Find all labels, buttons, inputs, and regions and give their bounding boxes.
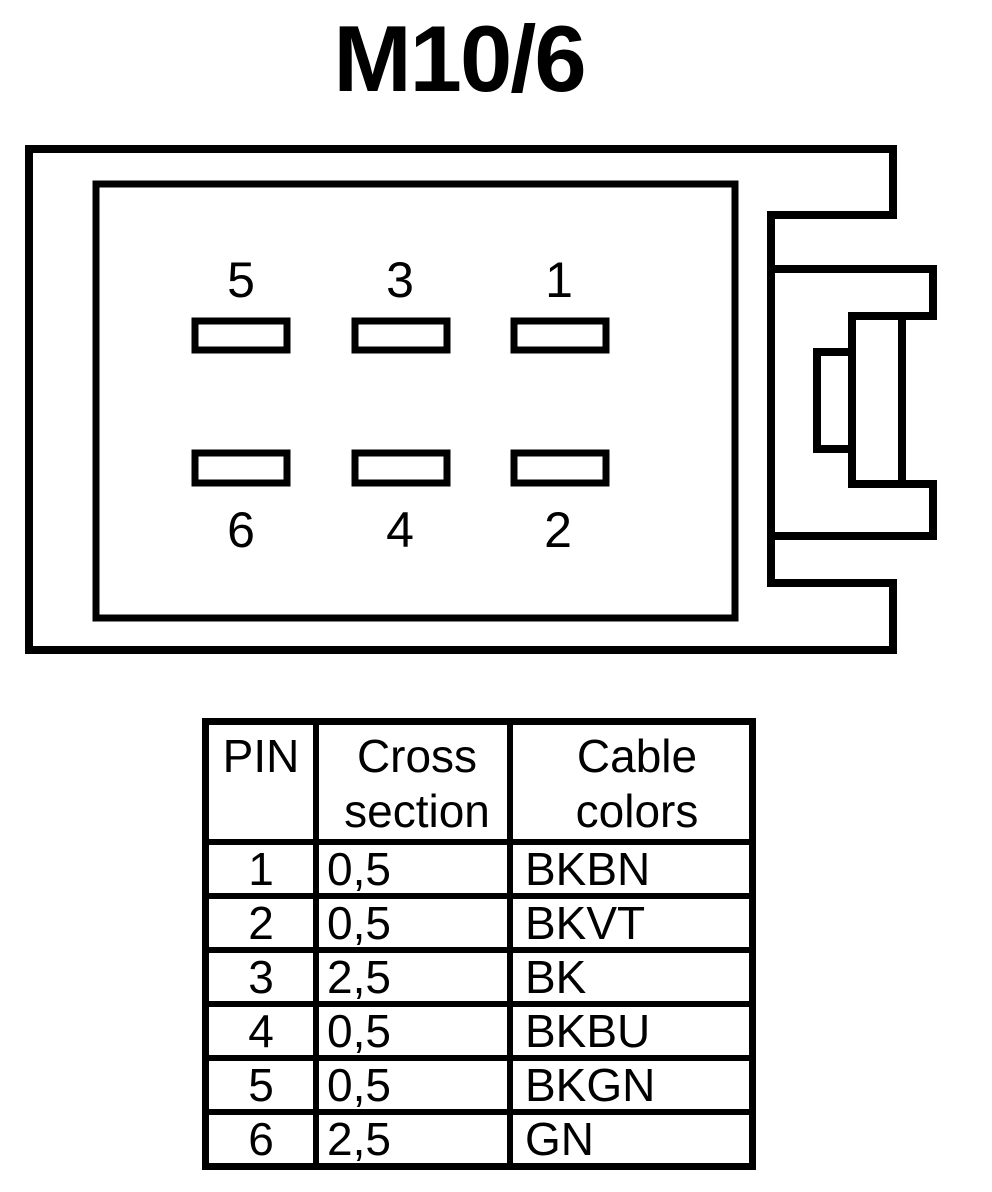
pin-label-6: 6 bbox=[227, 502, 255, 558]
pin-slot-4 bbox=[351, 449, 451, 487]
pin-slot-1 bbox=[510, 317, 610, 354]
cell-cross-section: 2,5 bbox=[313, 947, 513, 1007]
table-row-pin-4: 4 0,5 BKBU bbox=[202, 1001, 756, 1061]
cell-cable-color: BKVT bbox=[507, 893, 756, 953]
cell-pin: 3 bbox=[202, 947, 319, 1007]
connector-inner-face bbox=[92, 180, 739, 622]
cell-pin: 1 bbox=[202, 839, 319, 899]
cell-cross-section: 0,5 bbox=[313, 1055, 513, 1115]
pin-label-4: 4 bbox=[386, 502, 414, 558]
pin-slot-5 bbox=[191, 317, 291, 354]
table-row-pin-5: 5 0,5 BKGN bbox=[202, 1055, 756, 1115]
pin-label-3: 3 bbox=[386, 252, 414, 308]
cell-cable-color: BKBN bbox=[507, 839, 756, 899]
connector-outer-housing bbox=[25, 145, 897, 654]
cell-pin: 6 bbox=[202, 1109, 319, 1170]
cell-pin: 5 bbox=[202, 1055, 319, 1115]
table-row-pin-3: 3 2,5 BK bbox=[202, 947, 756, 1007]
col-header-cable-colors: Cable colors bbox=[507, 718, 756, 845]
pin-slot-2 bbox=[510, 449, 610, 487]
connector-latch-tab bbox=[848, 312, 906, 488]
cell-cable-color: GN bbox=[507, 1109, 756, 1170]
cell-cross-section: 0,5 bbox=[313, 1001, 513, 1061]
col-header-pin: PIN bbox=[202, 718, 319, 845]
cell-pin: 2 bbox=[202, 893, 319, 953]
cell-cable-color: BKGN bbox=[507, 1055, 756, 1115]
table-header-row: PIN Cross section Cable colors bbox=[202, 718, 756, 845]
pin-assignment-table: PIN Cross section Cable colors 1 0,5 BKB… bbox=[202, 718, 756, 1170]
connector-latch-nub bbox=[813, 348, 856, 453]
pin-label-5: 5 bbox=[227, 252, 255, 308]
col-header-cross-section: Cross section bbox=[313, 718, 513, 845]
pin-label-1: 1 bbox=[545, 252, 573, 308]
cell-pin: 4 bbox=[202, 1001, 319, 1061]
table-row-pin-2: 2 0,5 BKVT bbox=[202, 893, 756, 953]
pin-slot-6 bbox=[191, 449, 291, 487]
cell-cable-color: BKBU bbox=[507, 1001, 756, 1061]
cell-cross-section: 2,5 bbox=[313, 1109, 513, 1170]
cell-cable-color: BK bbox=[507, 947, 756, 1007]
cell-cross-section: 0,5 bbox=[313, 839, 513, 899]
table-row-pin-1: 1 0,5 BKBN bbox=[202, 839, 756, 899]
connector-pinout-diagram: 5 3 1 6 4 2 bbox=[25, 145, 937, 654]
table-row-pin-6: 6 2,5 GN bbox=[202, 1109, 756, 1170]
cell-cross-section: 0,5 bbox=[313, 893, 513, 953]
pin-slot-3 bbox=[351, 317, 451, 354]
pin-label-2: 2 bbox=[544, 502, 572, 558]
connector-title: M10/6 bbox=[333, 6, 586, 111]
